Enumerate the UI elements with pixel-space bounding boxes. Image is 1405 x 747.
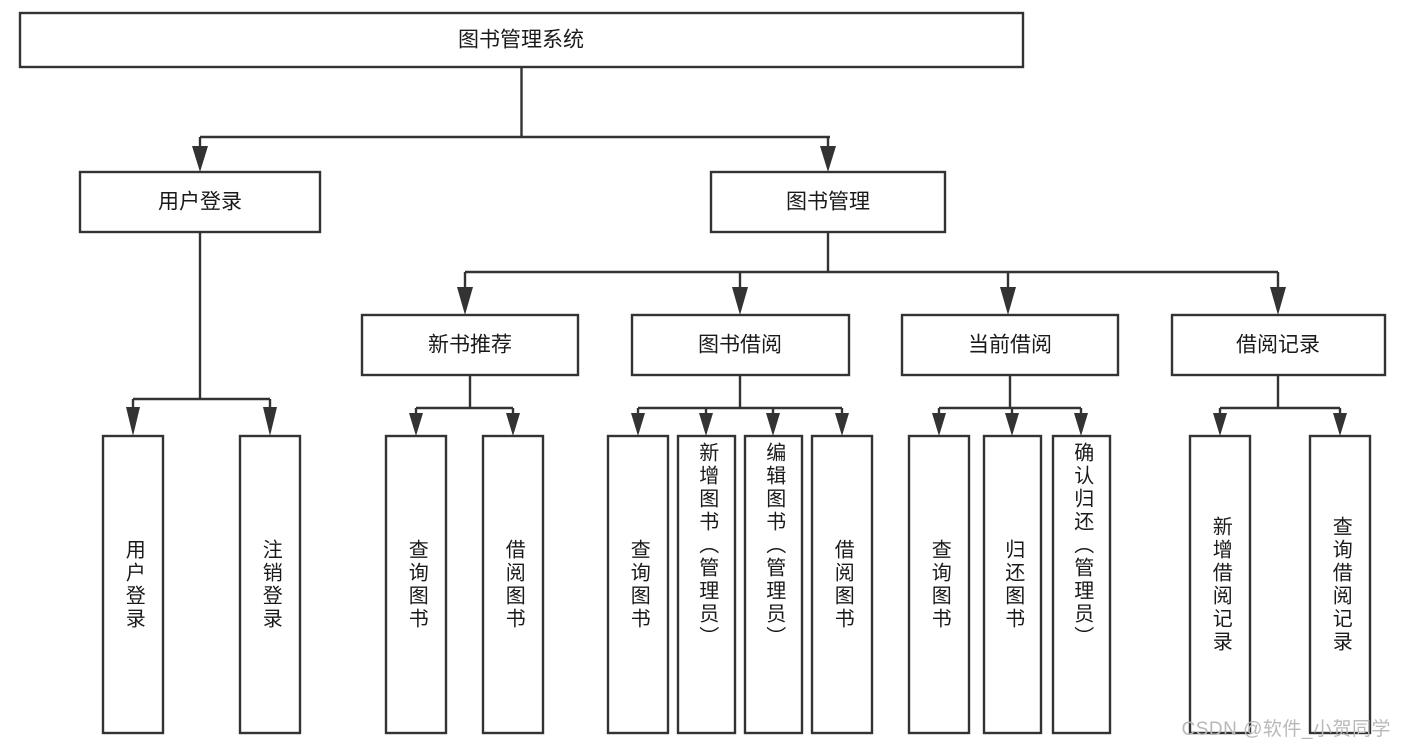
arrow-borrow-l4 xyxy=(835,413,849,436)
node-leaf-query-borrow-record[interactable] xyxy=(1308,434,1372,735)
arrow-bookmgmt-c2 xyxy=(732,287,748,315)
node-label-book-borrow: 图书借阅 xyxy=(698,334,782,357)
arrow-root-to-user-login xyxy=(192,146,208,172)
arrow-current-l3 xyxy=(1074,413,1088,436)
node-label-new-book-recommend: 新书推荐 xyxy=(428,334,512,357)
arrow-bookmgmt-c1 xyxy=(457,287,473,315)
arrow-userlogin-l1 xyxy=(126,407,140,436)
node-leaf-user-login[interactable] xyxy=(101,434,165,735)
arrow-borrow-l1 xyxy=(631,413,645,436)
arrow-newbook-l2 xyxy=(506,413,520,436)
node-leaf-borrow-book-newbook[interactable] xyxy=(481,434,545,735)
node-leaf-query-book-borrow[interactable] xyxy=(606,434,670,735)
arrow-current-l2 xyxy=(1005,413,1019,436)
node-leaf-confirm-return-admin[interactable] xyxy=(1051,434,1112,735)
node-label-book-management-system: 图书管理系统 xyxy=(458,29,584,52)
node-leaf-add-book-admin[interactable] xyxy=(676,434,737,735)
node-book-management-system[interactable] xyxy=(18,11,1025,69)
arrow-record-l2 xyxy=(1333,413,1347,436)
node-layer: 图书管理系统 用户登录 图书管理 新书推荐 图书借阅 当前借阅 借阅记录 xyxy=(18,11,1387,735)
node-book-borrow[interactable] xyxy=(630,313,851,377)
node-book-management[interactable] xyxy=(709,170,947,234)
node-leaf-logout[interactable] xyxy=(238,434,302,735)
node-user-login[interactable] xyxy=(78,170,322,234)
arrow-root-to-book-mgmt xyxy=(820,146,836,172)
arrow-userlogin-l2 xyxy=(263,407,277,436)
arrow-newbook-l1 xyxy=(409,413,423,436)
node-leaf-query-book-newbook[interactable] xyxy=(384,434,448,735)
csdn-watermark: CSDN @软件_小贺同学 xyxy=(1181,719,1391,740)
node-leaf-return-book[interactable] xyxy=(982,434,1043,735)
node-leaf-borrow-book[interactable] xyxy=(810,434,874,735)
arrow-bookmgmt-c3 xyxy=(1000,287,1016,315)
arrow-current-l1 xyxy=(932,413,946,436)
node-leaf-query-book-current[interactable] xyxy=(907,434,971,735)
arrow-borrow-l2 xyxy=(699,413,713,436)
node-label-user-login: 用户登录 xyxy=(158,191,242,214)
node-current-borrow[interactable] xyxy=(900,313,1120,377)
node-leaf-add-borrow-record[interactable] xyxy=(1188,434,1252,735)
arrow-borrow-l3 xyxy=(766,413,780,436)
node-new-book-recommend[interactable] xyxy=(360,313,580,377)
connector-layer xyxy=(126,67,1347,436)
node-label-borrow-record: 借阅记录 xyxy=(1236,334,1320,357)
node-leaf-edit-book-admin[interactable] xyxy=(743,434,804,735)
node-label-current-borrow: 当前借阅 xyxy=(968,334,1052,357)
node-label-book-management: 图书管理 xyxy=(786,191,870,214)
node-borrow-record[interactable] xyxy=(1170,313,1387,377)
arrow-bookmgmt-c4 xyxy=(1270,287,1286,315)
arrow-record-l1 xyxy=(1213,413,1227,436)
